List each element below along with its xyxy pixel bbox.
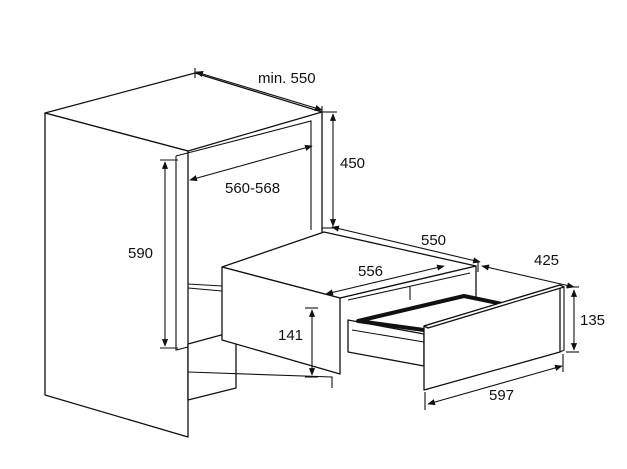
label-niche-width: 560-568	[225, 180, 280, 197]
drawer	[347, 284, 565, 391]
cabinet-left-panel	[44, 112, 189, 438]
niche-inner-top-edge	[175, 120, 312, 230]
cabinet-base-bottom	[187, 371, 333, 388]
cabinet-base-slab	[187, 330, 237, 401]
dim-line-drawer-extension	[481, 264, 575, 289]
label-cabinet-height: 590	[128, 245, 153, 262]
drawer-front-right-edge	[559, 287, 565, 353]
label-drawer-front-width: 556	[358, 263, 383, 280]
niche-floor-line	[187, 283, 223, 287]
label-niche-height: 450	[340, 155, 365, 172]
label-drawer-body-height: 141	[278, 327, 303, 344]
dimension-labels: min. 550 450 560-568 590 550 556 425 135…	[128, 70, 605, 404]
label-front-height: 135	[580, 312, 605, 329]
niche-inner-left-edge	[175, 156, 189, 351]
dim-line-drawer-width	[325, 264, 445, 296]
niche-floor-line-2	[187, 287, 223, 292]
drawer-tray-floor	[351, 329, 425, 343]
dim-line-cabinet-depth	[195, 71, 323, 111]
label-drawer-extension: 425	[534, 252, 559, 269]
label-front-width: 597	[489, 387, 514, 404]
label-cabinet-depth: min. 550	[258, 70, 316, 87]
dim-line-drawer-depth	[331, 225, 481, 264]
dimension-lines	[160, 68, 579, 410]
label-drawer-depth: 550	[421, 232, 446, 249]
dim-line-front-width	[427, 364, 563, 406]
dim-line-niche-width	[189, 144, 313, 182]
